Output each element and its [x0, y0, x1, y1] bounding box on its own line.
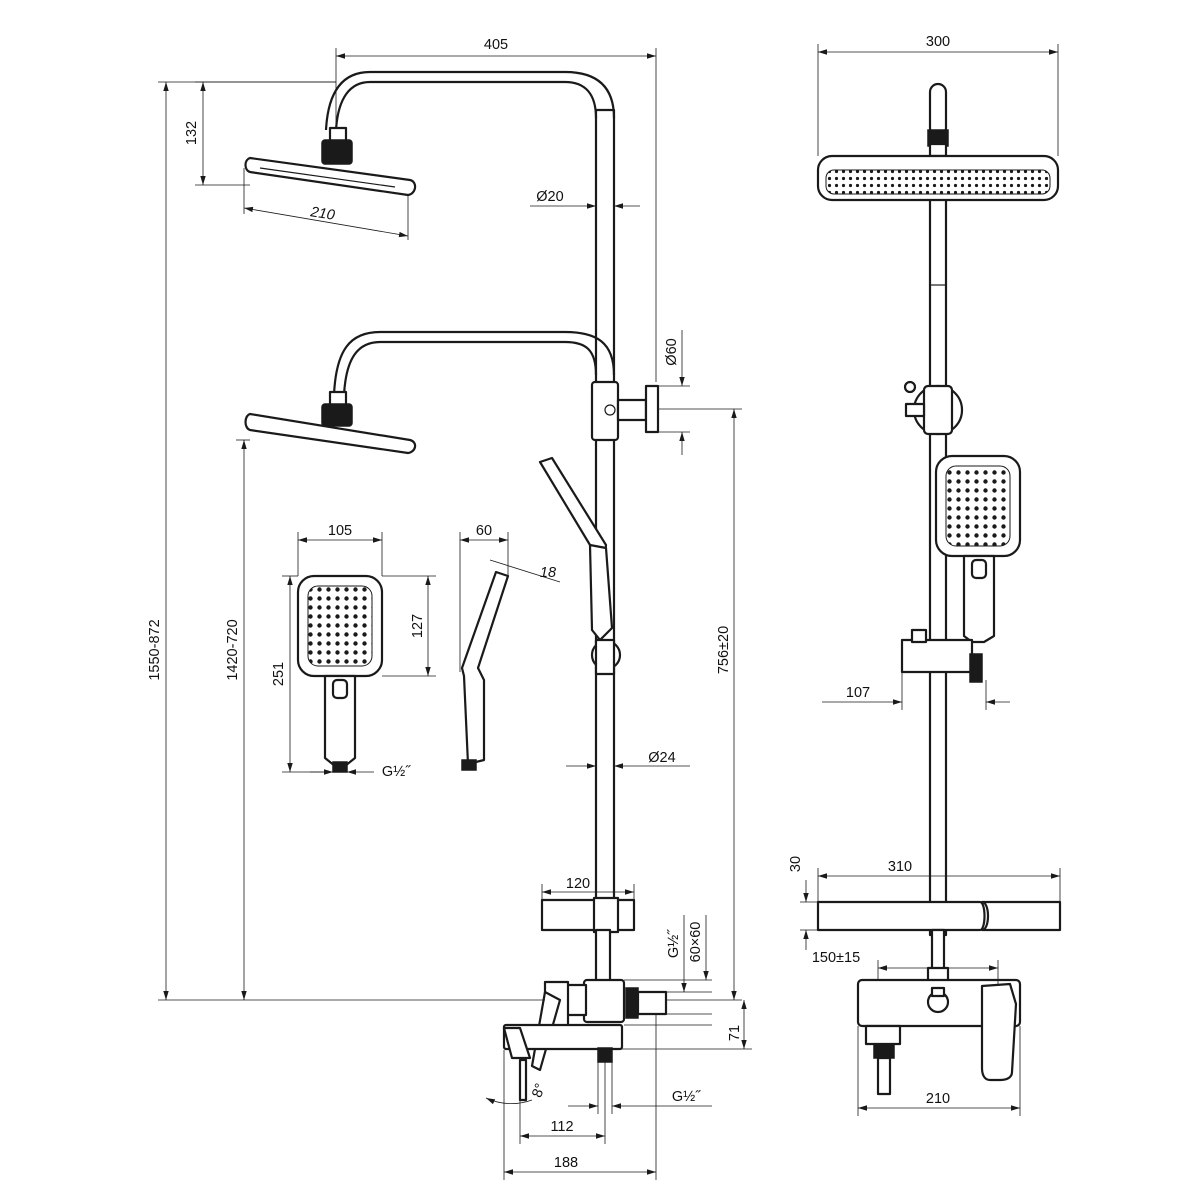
hand-shower-side [538, 456, 622, 676]
dim-label-60x60: 60×60 [688, 922, 704, 963]
dim-label-127: 127 [410, 614, 426, 638]
dim-105: 105 [297, 523, 383, 576]
dim-hs-thread: G½˝ [310, 764, 411, 780]
hand-shower-detail: 105 60 18 127 251 [271, 523, 561, 780]
dim-label-210-mixer: 210 [926, 1091, 950, 1107]
shelf-front [816, 900, 1062, 972]
thermostatic-mixer-side [502, 928, 668, 1102]
dim-dia-24: Ø24 [566, 750, 690, 769]
dim-label-60-side: 60 [476, 523, 492, 539]
dim-angle-8: 8° [485, 1081, 549, 1105]
dim-dia-60: Ø60 [658, 330, 690, 455]
dim-756: 756±20 [658, 408, 742, 1001]
dim-label-dia-24: Ø24 [648, 750, 675, 766]
dim-label-30: 30 [788, 856, 804, 872]
dim-1550-872: 1550-872 [147, 81, 545, 1001]
dim-dia-20: Ø20 [530, 189, 640, 209]
front-view: 300 107 310 30 [788, 34, 1062, 1116]
dim-label-310: 310 [888, 859, 912, 875]
dim-label-angle-8: 8° [529, 1081, 549, 1100]
side-view: 405 132 210 Ø20 Ø60 [147, 37, 752, 1180]
wall-bracket [590, 380, 660, 442]
dim-label-105: 105 [328, 523, 352, 539]
upper-arm-pipe [334, 80, 598, 131]
dim-60-side: 60 [459, 523, 509, 672]
dim-label-188: 188 [554, 1155, 578, 1171]
hand-shower-front [296, 574, 384, 773]
dim-30: 30 [788, 856, 818, 950]
dim-label-mixer-inlet: G½˝ [666, 929, 682, 958]
hand-shower-on-rail [900, 454, 1022, 683]
dim-112: 112 [519, 1062, 606, 1144]
dim-210-mixer: 210 [857, 1026, 1021, 1116]
dim-label-132: 132 [184, 121, 200, 145]
shelf-side [540, 896, 636, 934]
dim-label-dia-20: Ø20 [536, 189, 563, 205]
dim-label-112: 112 [550, 1119, 573, 1135]
dim-210-head: 210 [243, 168, 409, 240]
dim-label-405: 405 [484, 37, 508, 53]
dim-mixer-inlet: G½˝ 60×60 [624, 915, 712, 1026]
wall-bracket-front [903, 380, 964, 436]
riser-pipe [594, 108, 616, 927]
dim-label-210-head: 210 [308, 204, 335, 224]
hand-shower-profile [460, 570, 510, 771]
dim-label-dia-60: Ø60 [664, 338, 680, 365]
dim-label-107: 107 [846, 685, 870, 701]
thermostatic-mixer-front [856, 966, 1022, 1096]
dim-label-150: 150±15 [812, 950, 860, 966]
dim-150: 150±15 [812, 950, 999, 984]
dim-label-1550-872: 1550-872 [147, 619, 163, 680]
dim-label-120: 120 [566, 876, 590, 892]
dim-188: 188 [503, 1014, 657, 1180]
dim-label-hs-thread: G½˝ [382, 764, 411, 780]
dim-1420-720: 1420-720 [225, 439, 250, 1000]
dim-107: 107 [822, 672, 1010, 710]
dim-label-1420-720: 1420-720 [225, 619, 241, 680]
dim-127: 127 [382, 575, 436, 677]
dim-label-spout-thread: G½˝ [672, 1089, 701, 1105]
dim-label-300: 300 [926, 34, 950, 50]
lower-arm-pipe [342, 340, 598, 396]
dim-120: 120 [541, 876, 635, 900]
dim-18: 18 [489, 559, 561, 583]
dim-71: 71 [622, 1000, 752, 1050]
dim-spout-thread: G½˝ [568, 1062, 712, 1114]
overhead-shower-lower [244, 390, 417, 455]
dim-label-71: 71 [727, 1025, 743, 1041]
dim-label-756: 756±20 [716, 626, 732, 674]
overhead-shower-upper [244, 126, 417, 197]
dim-300: 300 [817, 34, 1059, 156]
overhead-shower-front [816, 154, 1060, 202]
dim-310: 310 [817, 859, 1061, 902]
dim-label-251: 251 [271, 662, 287, 686]
dim-label-18: 18 [540, 565, 556, 581]
riser-pipe-front [928, 193, 948, 937]
dim-405: 405 [335, 37, 657, 382]
